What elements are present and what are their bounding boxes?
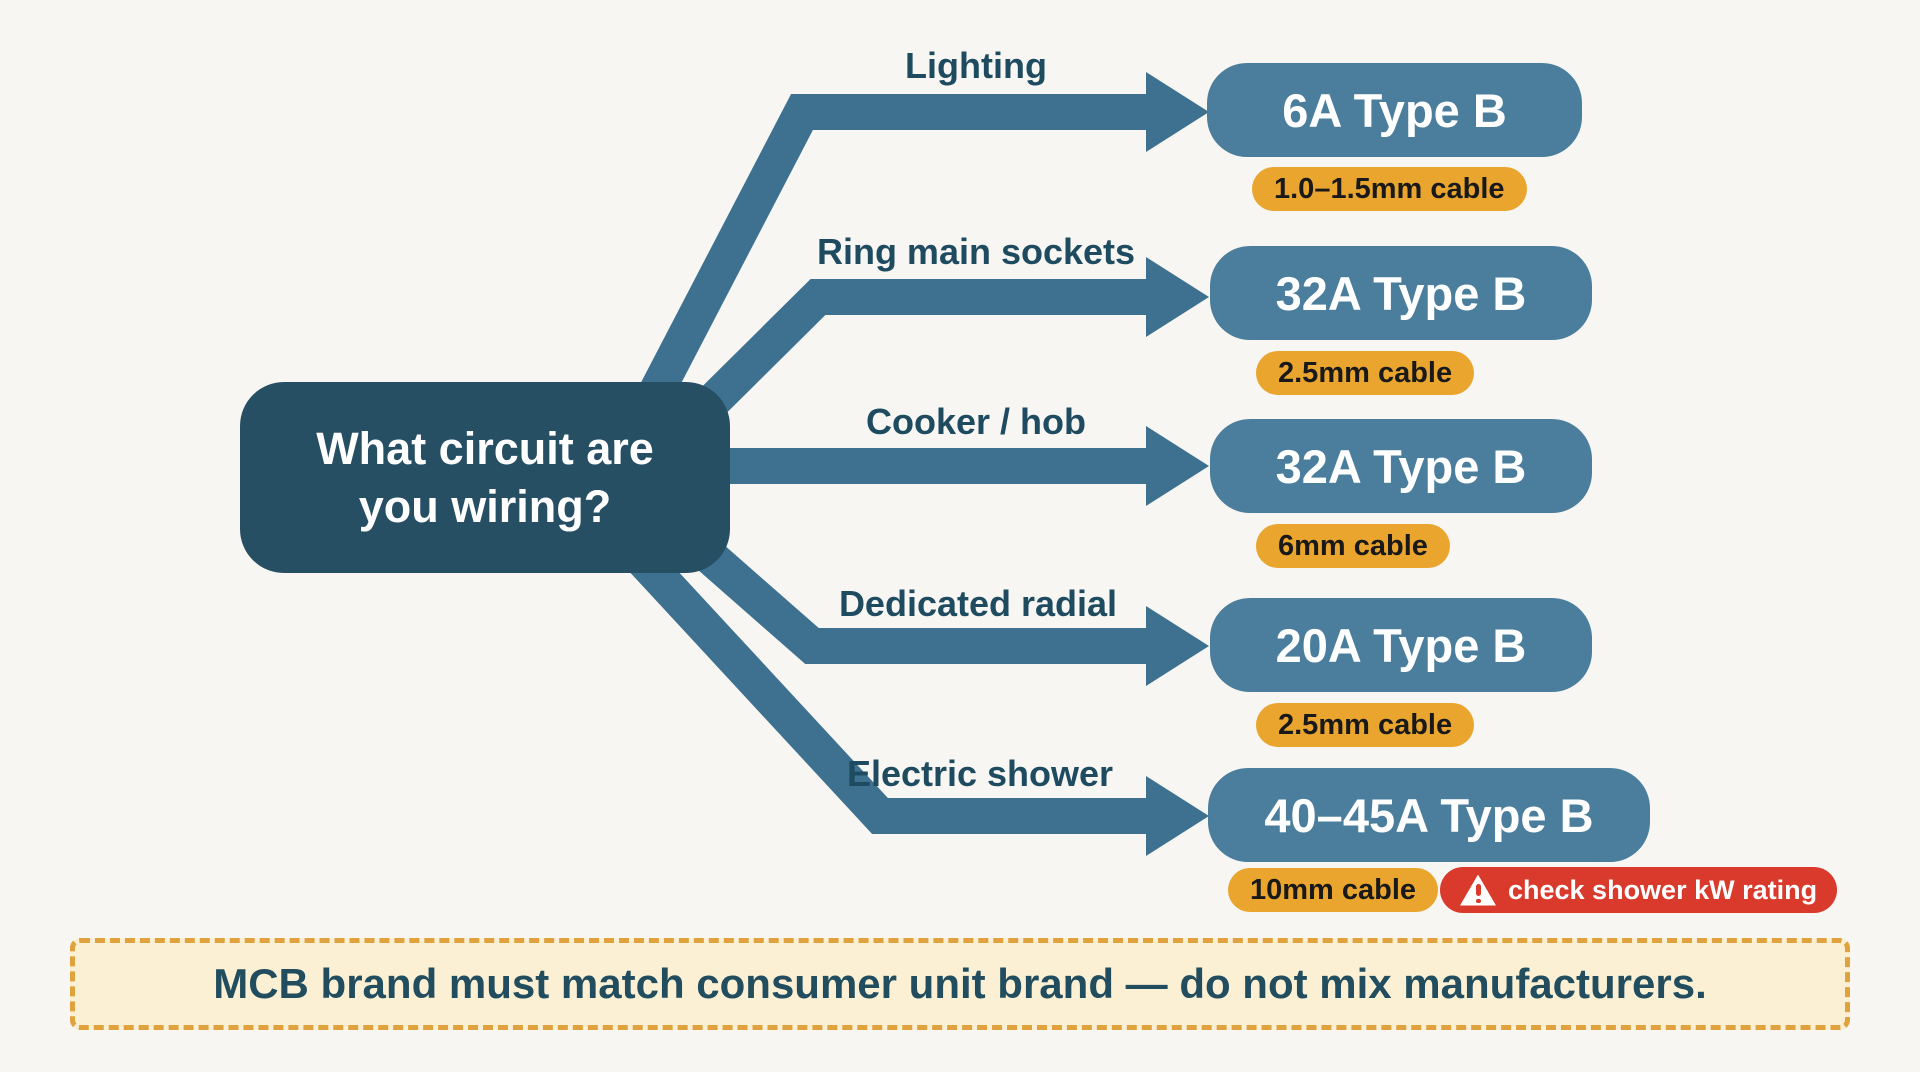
result-box-lighting: 6A Type B (1207, 63, 1582, 157)
arrow-shaft-ring-main (685, 279, 1147, 429)
arrowhead-icon (1146, 257, 1209, 337)
branch-label-shower: Electric shower (846, 753, 1114, 794)
arrowhead-icon (1146, 72, 1209, 152)
cable-badge-lighting: 1.0–1.5mm cable (1252, 167, 1527, 211)
result-box-ring-main: 32A Type B (1210, 246, 1592, 340)
branch-label-lighting: Lighting (905, 45, 1047, 86)
cable-badge-ring-main: 2.5mm cable (1256, 351, 1475, 395)
arrow-shaft-lighting (632, 94, 1147, 417)
result-box-cooker: 32A Type B (1210, 419, 1592, 513)
arrowhead-icon (1146, 606, 1209, 686)
arrowhead-icon (1146, 776, 1209, 856)
cable-badge-shower: 10mm cable (1228, 868, 1439, 912)
arrowhead-icon (1146, 426, 1209, 506)
result-box-radial: 20A Type B (1210, 598, 1592, 692)
root-question-node: What circuit are you wiring? (240, 382, 730, 573)
root-question-line2: you wiring? (358, 480, 612, 532)
footer-note-banner: MCB brand must match consumer unit brand… (70, 938, 1850, 1030)
cable-badge-radial: 2.5mm cable (1256, 703, 1475, 747)
branch-label-radial: Dedicated radial (838, 583, 1118, 624)
root-question-line1: What circuit are (316, 422, 654, 474)
arrow-shaft-shower (618, 535, 1147, 834)
warning-triangle-icon (1460, 874, 1496, 906)
cable-badge-cooker: 6mm cable (1256, 524, 1450, 568)
warning-badge-shower: check shower kW rating (1440, 867, 1838, 913)
warning-badge-text: check shower kW rating (1508, 874, 1818, 905)
branch-label-ring-main: Ring main sockets (816, 231, 1136, 272)
arrow-shaft-radial (686, 532, 1147, 664)
branch-label-cooker: Cooker / hob (865, 401, 1086, 442)
result-box-shower: 40–45A Type B (1208, 768, 1650, 862)
footer-note-text: MCB brand must match consumer unit brand… (213, 960, 1707, 1007)
